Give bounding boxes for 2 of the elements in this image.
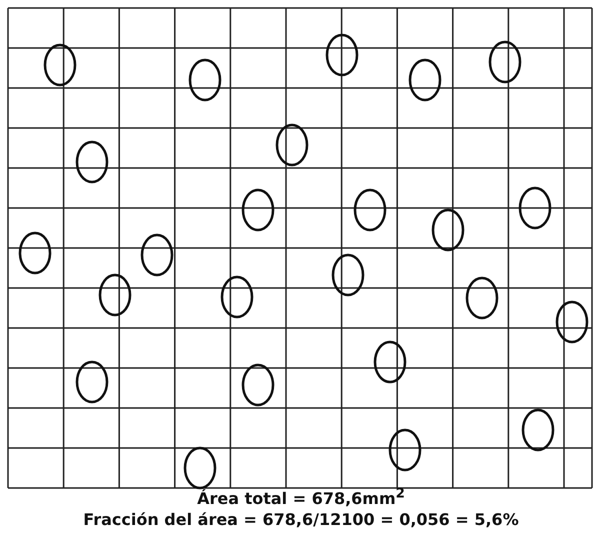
formula-text: Área total = 678,6mm$^{2}$ xyxy=(197,489,405,508)
formula-text: Fracción del área = 678,6/12100 = 0,056 = 5,6% xyxy=(83,510,519,529)
